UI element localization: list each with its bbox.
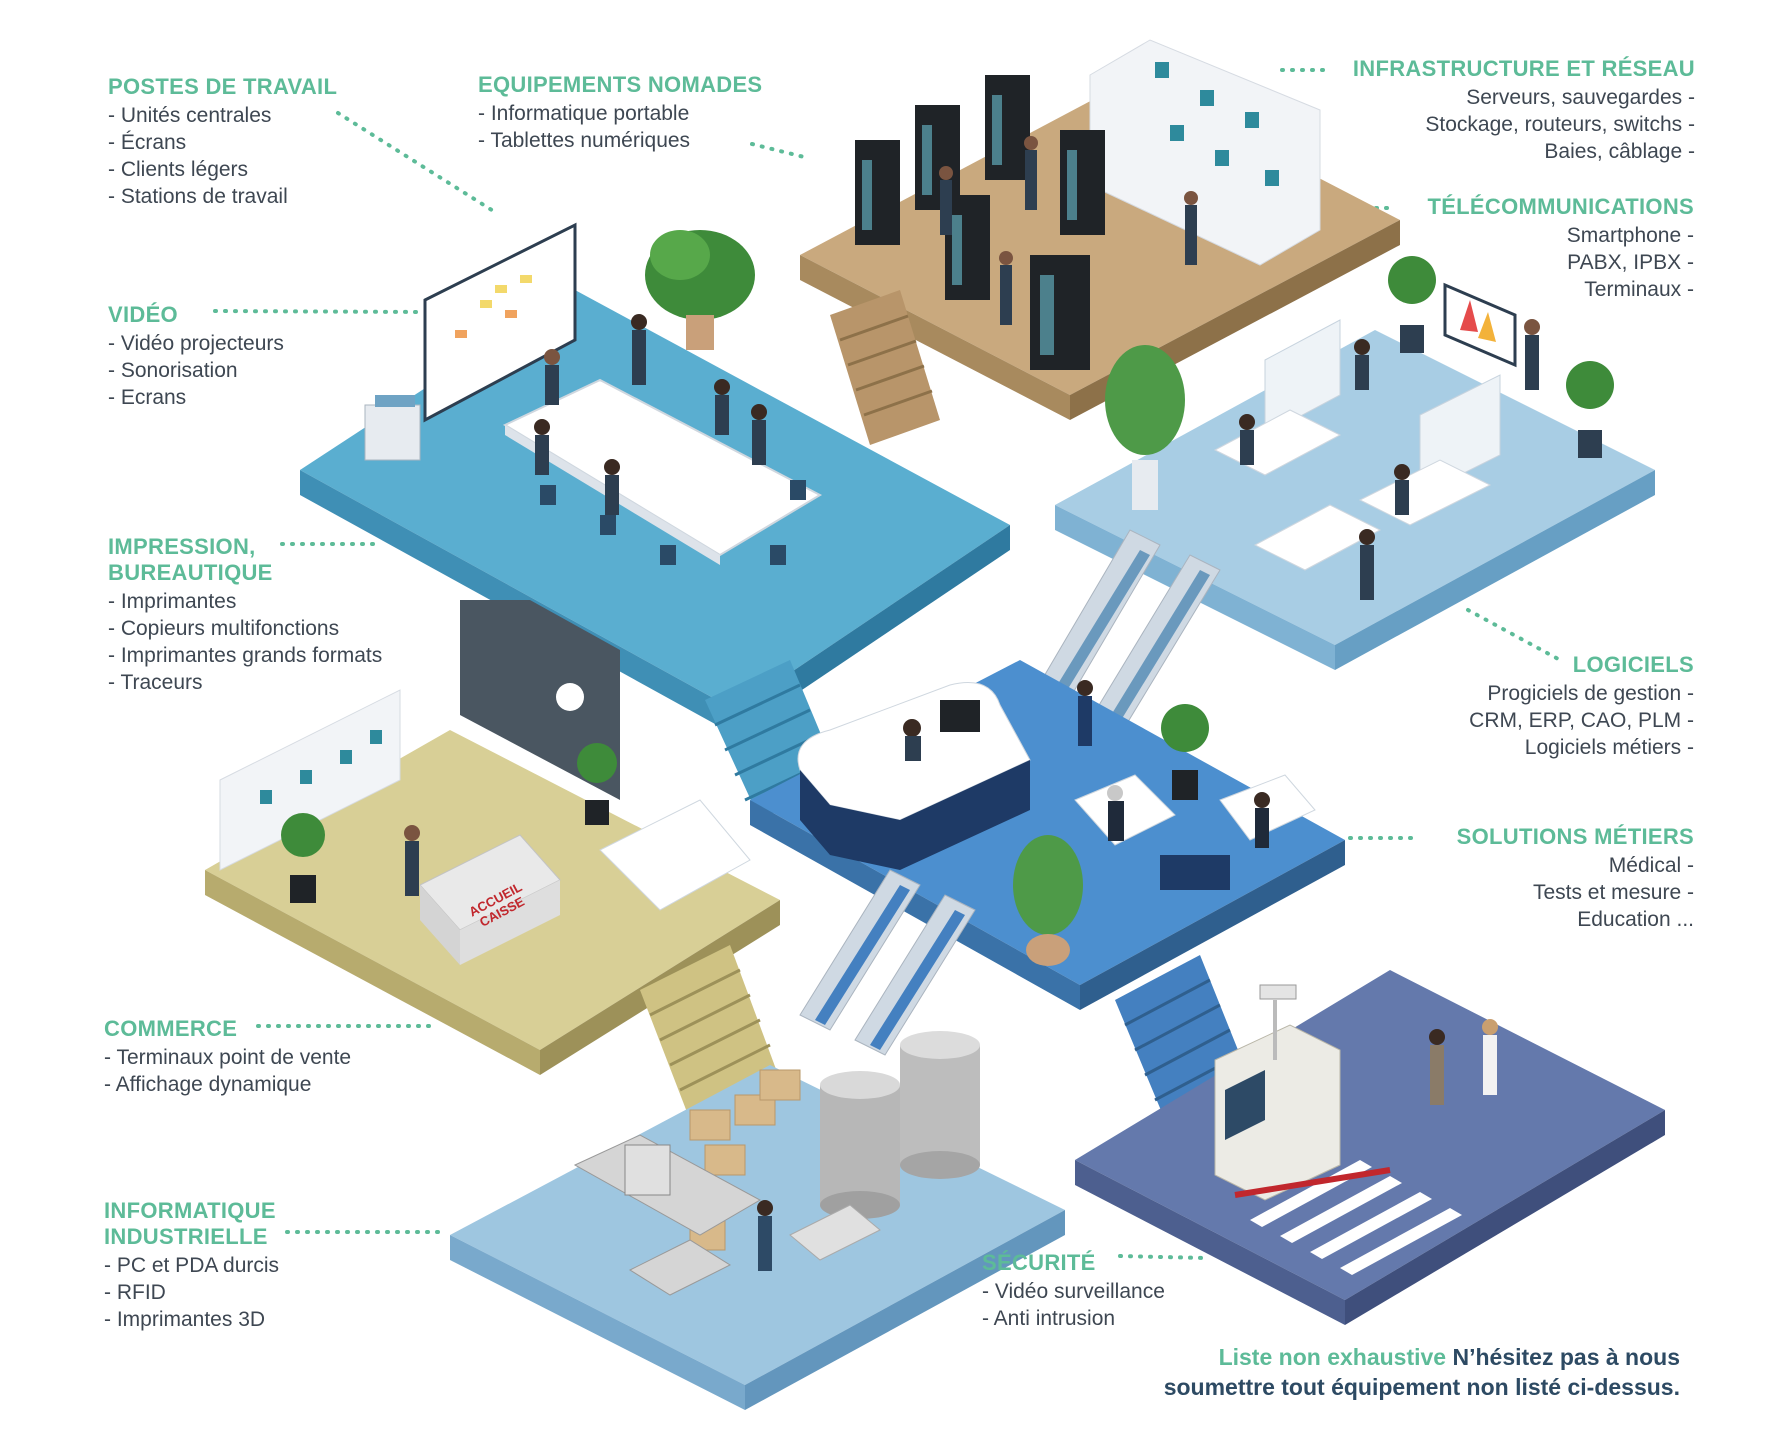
category-item: Education ... — [1577, 908, 1694, 931]
category-item: - Tablettes numériques — [478, 129, 691, 152]
category-item: - Anti intrusion — [982, 1307, 1116, 1330]
category-item: - Terminaux point de vente — [104, 1046, 352, 1069]
category-title: EQUIPEMENTS NOMADES — [478, 72, 763, 97]
category-item: - PC et PDA durcis — [104, 1254, 280, 1277]
footer-accent: Liste non exhaustive — [1218, 1344, 1447, 1370]
category-logiciels: LOGICIELS Progiciels de gestion - CRM, E… — [1400, 652, 1694, 761]
footer-text-1: N’hésitez pas à nous — [1446, 1344, 1680, 1370]
footer-text-2: soumettre tout équipement non listé ci-d… — [1163, 1374, 1680, 1400]
category-item: Baies, câblage - — [1544, 140, 1695, 163]
category-informatique-industrielle: INFORMATIQUE INDUSTRIELLE - PC et PDA du… — [104, 1198, 279, 1333]
category-securite: SÉCURITÉ - Vidéo surveillance - Anti int… — [982, 1250, 1165, 1332]
category-title: SÉCURITÉ — [982, 1250, 1096, 1275]
security-floor — [1075, 970, 1665, 1325]
category-item: - Sonorisation — [108, 359, 238, 382]
category-item: - Vidéo surveillance — [982, 1280, 1165, 1303]
category-item: Tests et mesure - — [1532, 881, 1694, 904]
reception-floor — [750, 660, 1345, 1120]
category-title: INFRASTRUCTURE ET RÉSEAU — [1352, 56, 1695, 81]
footer-line-1: Liste non exhaustive N’hésitez pas à nou… — [1060, 1342, 1680, 1372]
category-title: VIDÉO — [108, 302, 178, 327]
category-telecommunications: TÉLÉCOMMUNICATIONS Smartphone - PABX, IP… — [1400, 194, 1694, 303]
category-equipements-nomades: EQUIPEMENTS NOMADES - Informatique porta… — [478, 72, 762, 154]
footer-note: Liste non exhaustive N’hésitez pas à nou… — [1060, 1342, 1680, 1402]
escalators-upper — [1029, 529, 1221, 736]
category-item: - Imprimantes grands formats — [108, 644, 383, 667]
category-item: - Vidéo projecteurs — [108, 332, 284, 355]
category-title-line: INFORMATIQUE — [104, 1198, 276, 1223]
category-commerce: COMMERCE - Terminaux point de vente - Af… — [104, 1016, 351, 1098]
category-item: - Copieurs multifonctions — [108, 617, 340, 640]
server-room-floor — [800, 39, 1400, 445]
commerce-floor — [205, 600, 780, 1120]
category-title: LOGICIELS — [1572, 652, 1694, 677]
category-item: - Stations de travail — [108, 185, 288, 208]
category-item: Stockage, routeurs, switchs - — [1425, 113, 1695, 136]
category-title: SOLUTIONS MÉTIERS — [1456, 824, 1694, 849]
category-title-line: BUREAUTIQUE — [108, 560, 273, 585]
category-title: POSTES DE TRAVAIL — [108, 74, 338, 99]
category-title: COMMERCE — [104, 1016, 238, 1041]
category-item: Logiciels métiers - — [1524, 736, 1694, 759]
escalators-lower — [799, 869, 976, 1056]
industrial-floor — [450, 1031, 1065, 1410]
category-item: - Unités centrales — [108, 104, 272, 127]
category-title-line: INDUSTRIELLE — [104, 1224, 268, 1249]
category-item: - Imprimantes 3D — [104, 1308, 266, 1331]
category-item: - Ecrans — [108, 386, 187, 409]
category-item: - Imprimantes — [108, 590, 237, 613]
category-item: - RFID — [104, 1281, 166, 1304]
category-item: - Informatique portable — [478, 102, 690, 125]
category-item: - Écrans — [108, 131, 187, 154]
category-title-line: IMPRESSION, — [108, 534, 256, 559]
category-item: Smartphone - — [1566, 224, 1694, 247]
category-item: Serveurs, sauvegardes - — [1466, 86, 1695, 109]
category-item: Progiciels de gestion - — [1487, 682, 1694, 705]
category-item: - Affichage dynamique — [104, 1073, 312, 1096]
category-postes-de-travail: POSTES DE TRAVAIL - Unités centrales - É… — [108, 74, 337, 210]
category-video: VIDÉO - Vidéo projecteurs - Sonorisation… — [108, 302, 284, 411]
category-item: CRM, ERP, CAO, PLM - — [1469, 709, 1694, 732]
category-item: - Clients légers — [108, 158, 249, 181]
category-impression-bureautique: IMPRESSION, BUREAUTIQUE - Imprimantes - … — [108, 534, 382, 696]
category-item: - Traceurs — [108, 671, 203, 694]
category-title: TÉLÉCOMMUNICATIONS — [1427, 194, 1694, 219]
category-item: Médical - — [1608, 854, 1694, 877]
category-item: PABX, IPBX - — [1567, 251, 1694, 274]
category-infrastructure-reseau: INFRASTRUCTURE ET RÉSEAU Serveurs, sauve… — [1250, 56, 1695, 165]
category-item: Terminaux - — [1584, 278, 1694, 301]
category-solutions-metiers: SOLUTIONS MÉTIERS Médical - Tests et mes… — [1400, 824, 1694, 933]
